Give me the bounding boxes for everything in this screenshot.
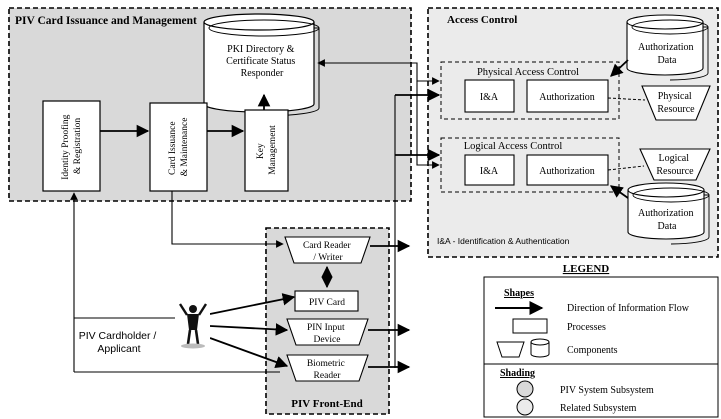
access-control-title: Access Control: [447, 14, 517, 26]
cardholder-person-icon: [176, 300, 210, 349]
authorization-data-top-component: Authorization Data: [626, 14, 709, 81]
legend-process-icon: [512, 318, 548, 334]
svg-text:Identity Proofing & Regi: Identity Proofing & Registration: [60, 112, 83, 180]
physical-resource-label-1: Physical: [658, 91, 692, 102]
card-reader-label-2: / Writer: [313, 253, 343, 263]
legend-piv-shading-swatch: [516, 380, 534, 398]
flow-pki-to-logical: [416, 81, 440, 169]
card-issuance-label-2: & Maintenance: [180, 118, 190, 177]
svg-text:Card Issuance & Maintena: Card Issuance & Maintenance: [168, 118, 190, 177]
auth-data-bottom-label-1: Authorization: [638, 208, 694, 219]
pin-input-label-1: PIN Input: [307, 323, 345, 333]
legend-title: LEGEND: [563, 263, 610, 275]
logical-access-subsystem: [440, 137, 620, 193]
flow-cardholder-pin: [209, 323, 289, 336]
logical-authorization-process: Authorization: [526, 154, 609, 186]
legend-direction-label: Direction of Information Flow: [567, 303, 690, 314]
pki-directory-component: PKI Directory & Certificate Status Respo…: [203, 13, 320, 117]
physical-authorization-process: Authorization: [526, 79, 609, 113]
key-management-label-1: Key: [256, 143, 266, 159]
legend-components-label: Components: [567, 345, 618, 356]
logical-resource-label-1: Logical: [658, 153, 689, 164]
flow-issuance-to-reader: [171, 191, 284, 248]
legend-related-subsystem-label: Related Subsystem: [560, 403, 637, 414]
key-management-label-2: Management: [268, 125, 278, 175]
legend-cylinder-icon: [530, 338, 550, 358]
svg-text:Logical Resource: Logical Resource: [656, 153, 694, 177]
svg-text:Physical Resource: Physical Resource: [657, 91, 695, 115]
piv-card-process: PIV Card: [294, 290, 359, 312]
svg-text:PKI Directory & Certific: PKI Directory & Certificate Status Respo…: [226, 44, 298, 79]
svg-text:Authorization: Authorization: [539, 166, 595, 177]
card-reader-component: Card Reader / Writer: [284, 236, 371, 264]
flow-pki-to-access: [317, 59, 440, 85]
legend-related-shading-swatch: [516, 398, 534, 416]
biometric-reader-label-2: Reader: [314, 371, 342, 381]
front-end-title: PIV Front-End: [291, 398, 362, 410]
piv-mgmt-title: PIV Card Issuance and Management: [15, 15, 197, 27]
link-physical-resource: [607, 97, 646, 101]
auth-data-top-label-2: Data: [658, 55, 677, 66]
identity-proofing-label-2: & Registration: [73, 118, 83, 174]
pki-label-1: PKI Directory &: [227, 44, 294, 55]
logical-ia-process: I&A: [464, 154, 515, 186]
pki-label-3: Responder: [241, 68, 284, 79]
legend-trapezoid-icon: [496, 341, 525, 358]
svg-text:Authorization Data: Authorization Data: [638, 208, 696, 232]
cardholder-label-1: PIV Cardholder /: [79, 330, 157, 342]
svg-text:PIV Card: PIV Card: [309, 298, 345, 308]
legend-processes-label: Processes: [567, 322, 606, 333]
auth-data-bottom-label-2: Data: [658, 221, 677, 232]
auth-data-top-label-1: Authorization: [638, 42, 694, 53]
card-reader-label-1: Card Reader: [303, 241, 352, 251]
biometric-reader-component: Biometric Reader: [286, 354, 369, 382]
flow-cardholder-bio: [209, 337, 289, 369]
physical-resource-component: Physical Resource: [641, 85, 711, 121]
svg-text:PIN Input Device: PIN Input Device: [307, 323, 347, 345]
logical-resource-component: Logical Resource: [639, 148, 711, 181]
pki-label-2: Certificate Status: [226, 56, 295, 67]
svg-text:Key Management: Key Management: [256, 125, 278, 175]
legend: LEGEND Shapes Direction of Information F…: [483, 263, 719, 418]
svg-text:Authorization Data: Authorization Data: [638, 42, 696, 66]
legend-piv-subsystem-label: PIV System Subsystem: [560, 385, 654, 396]
logical-resource-label-2: Resource: [656, 166, 694, 177]
legend-shapes-heading: Shapes: [504, 288, 534, 299]
flow-cardholder-card: [209, 293, 296, 315]
key-management-process: Key Management: [244, 109, 289, 192]
svg-text:I&A: I&A: [480, 92, 499, 103]
card-issuance-process: Card Issuance & Maintenance: [149, 102, 208, 192]
physical-resource-label-2: Resource: [657, 104, 695, 115]
physical-access-subsystem: [440, 61, 620, 120]
svg-text:PIV Cardholder / Applicant: PIV Cardholder / Applicant: [79, 330, 160, 355]
svg-text:Card Reader / Writer: Card Reader / Writer: [303, 241, 353, 263]
ia-definition-note: I&A - Identification & Authentication: [437, 236, 570, 246]
flow-auth-data-to-physical: [610, 59, 629, 77]
flow-auth-data-to-logical: [609, 185, 629, 199]
physical-ia-process: I&A: [464, 79, 515, 113]
identity-proofing-label-1: Identity Proofing: [60, 114, 71, 179]
pin-input-component: PIN Input Device: [286, 318, 369, 346]
legend-shading-heading: Shading: [500, 368, 535, 379]
authorization-data-bottom-component: Authorization Data: [627, 182, 710, 245]
svg-text:Authorization: Authorization: [539, 92, 595, 103]
cardholder-label-2: Applicant: [97, 343, 140, 355]
svg-text:I&A: I&A: [480, 166, 499, 177]
pin-input-label-2: Device: [314, 335, 341, 345]
card-issuance-label-1: Card Issuance: [168, 121, 178, 175]
logical-access-title: Logical Access Control: [464, 141, 563, 152]
identity-proofing-process: Identity Proofing & Registration: [42, 100, 101, 192]
svg-text:Biometric Reader: Biometric Reader: [307, 359, 347, 381]
link-logical-resource: [607, 165, 645, 171]
physical-access-title: Physical Access Control: [477, 67, 579, 78]
biometric-reader-label-1: Biometric: [307, 359, 345, 369]
